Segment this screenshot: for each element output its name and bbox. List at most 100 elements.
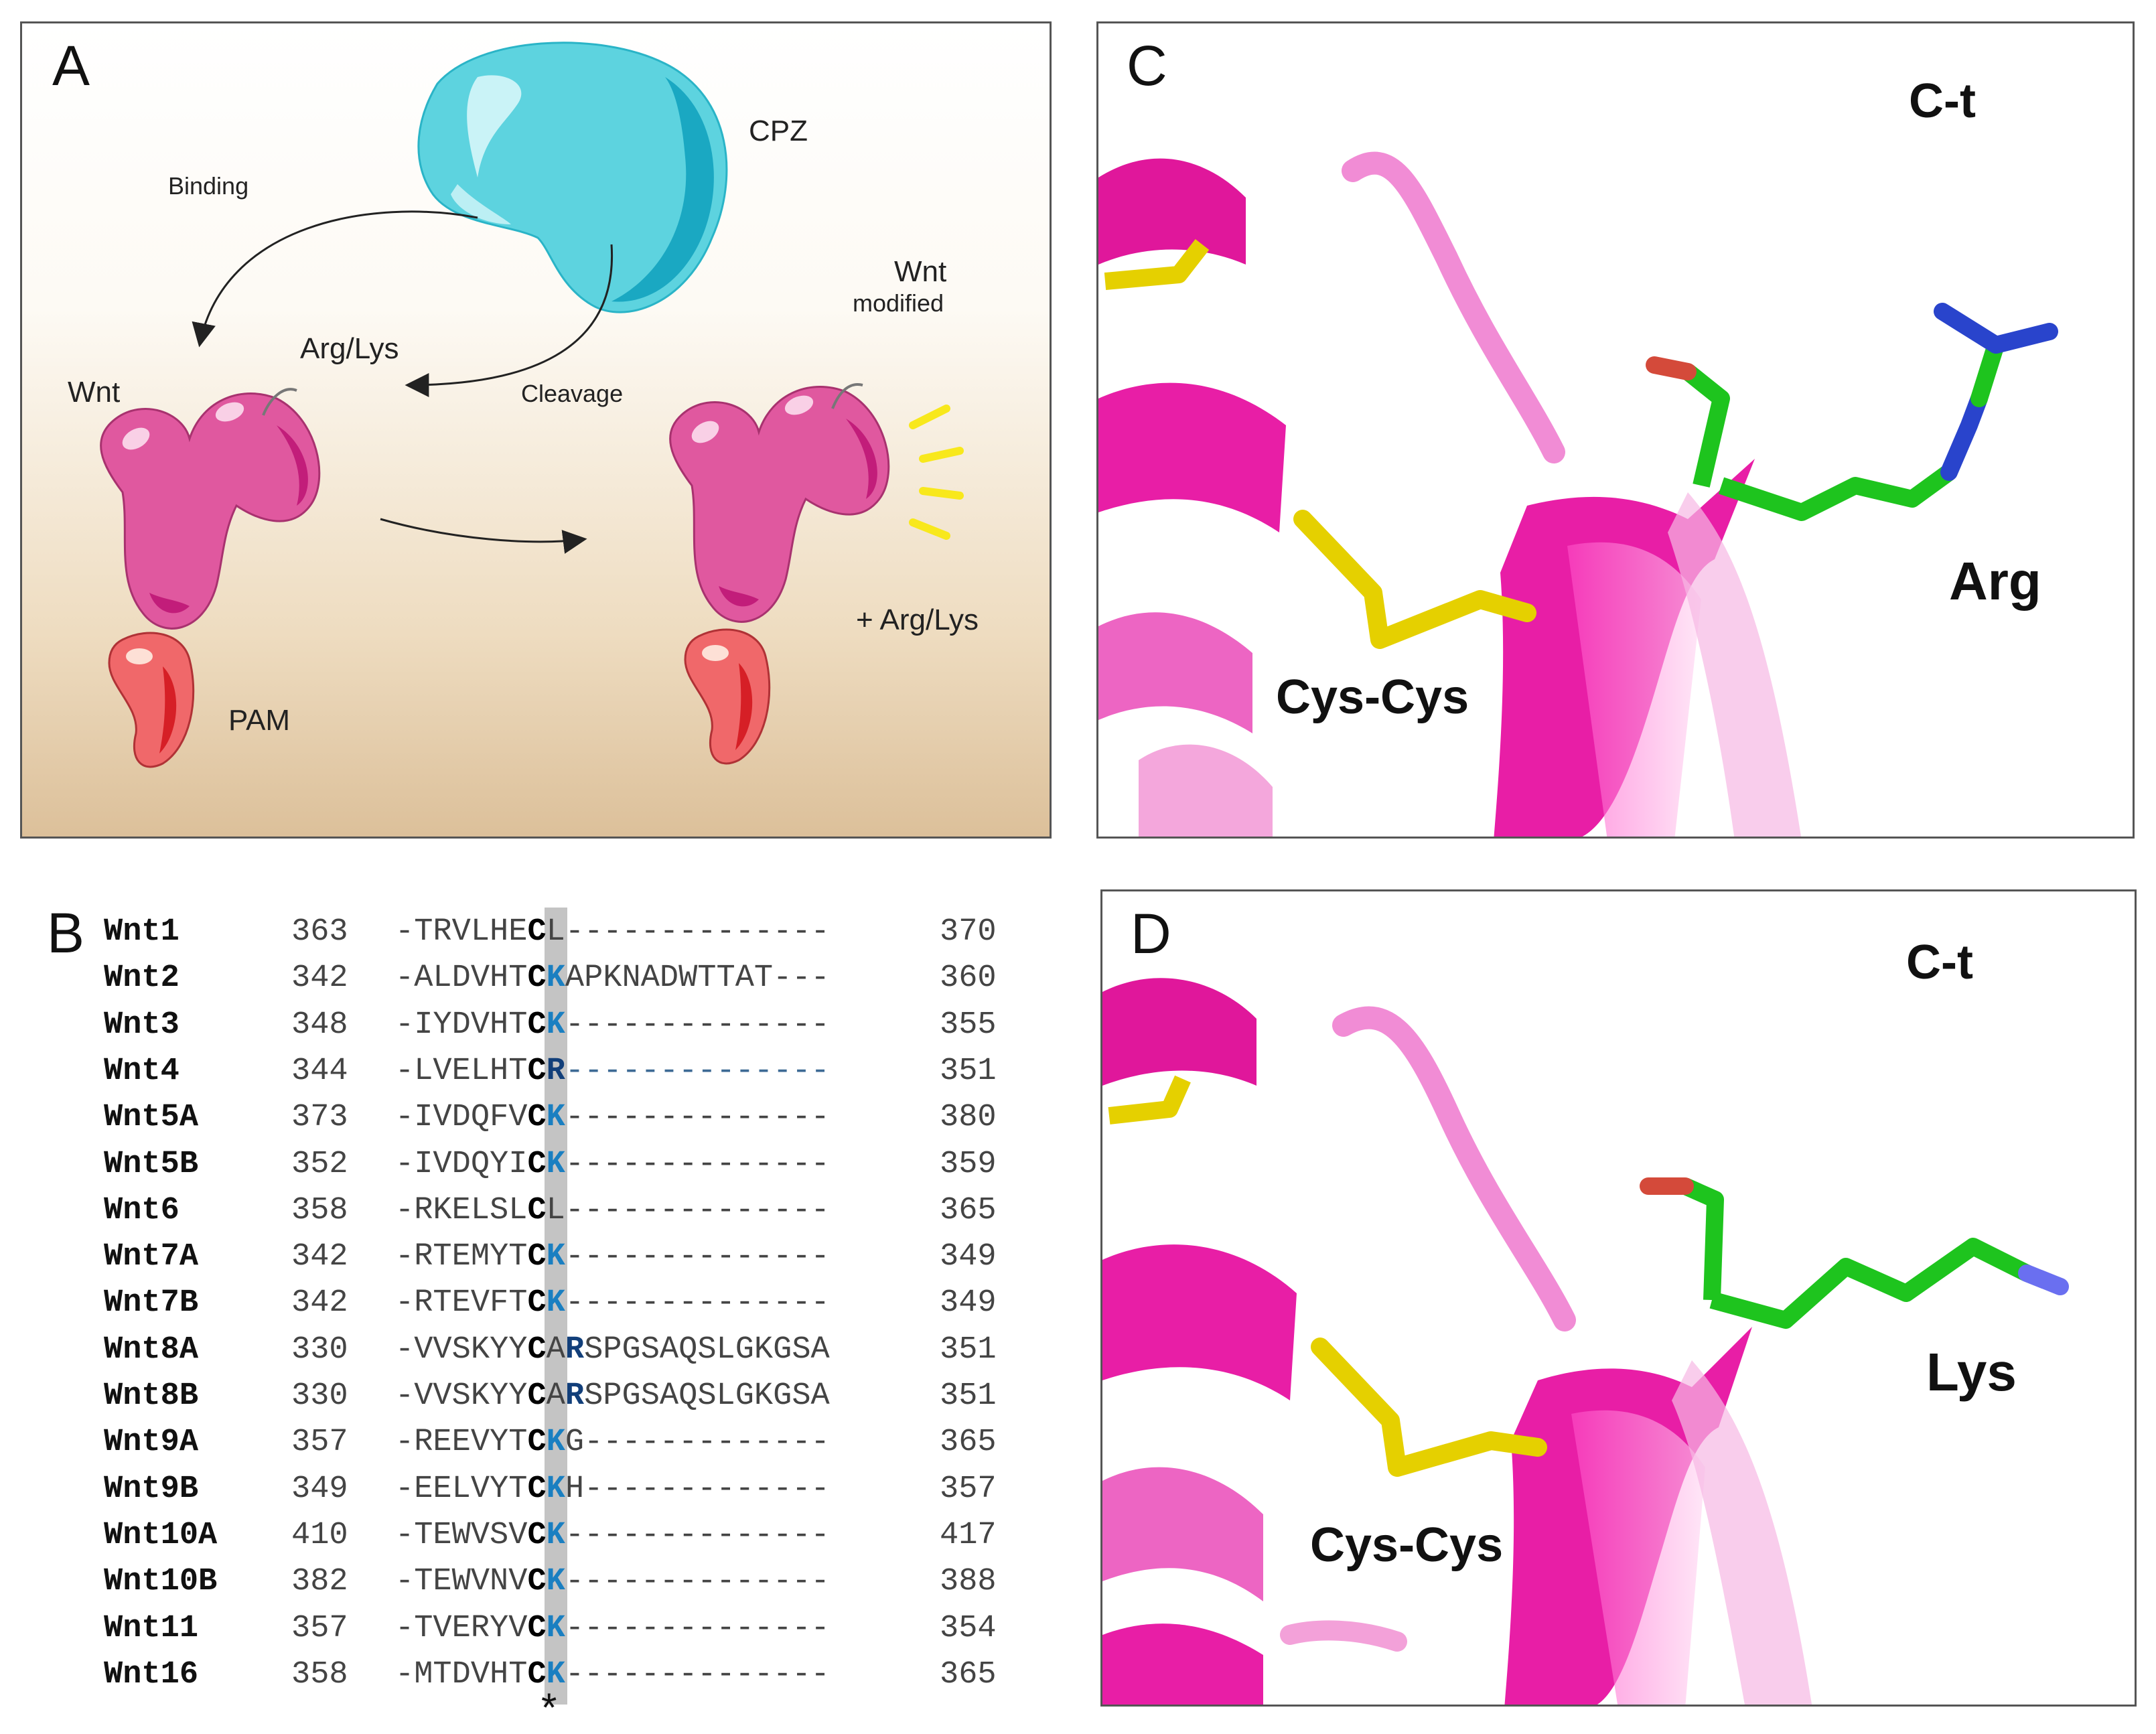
cleavage-arrow [405, 244, 614, 397]
sequence-segment: -------------- [565, 1100, 830, 1136]
panel-c-letter: C [1127, 34, 1167, 97]
oxygen-stick [1646, 356, 1697, 380]
sequence-segment: SPGSAQSLGKGSA [584, 1378, 830, 1414]
beta-strand-fade [1672, 1360, 1812, 1705]
sequence-segment: C [527, 1656, 547, 1692]
start-position: 330 [291, 1378, 348, 1414]
sequence: -VVSKYYCARSPGSAQSLGKGSA [395, 1378, 830, 1414]
helix-ribbon [1102, 1467, 1263, 1601]
protein-name: Wnt9A [104, 1425, 199, 1461]
sequence-segment: APKNADWTTAT--- [565, 960, 830, 997]
helix-ribbon [1102, 978, 1256, 1086]
sequence: -TEWVNVCK-------------- [395, 1564, 830, 1599]
arg-backbone-stick [1682, 364, 1730, 488]
start-position: 363 [291, 914, 348, 950]
wnt-modified-label-1: Wnt [894, 255, 946, 288]
protein-name: Wnt3 [104, 1007, 179, 1043]
amine-stick [2018, 1265, 2069, 1295]
sequence-segment: K [546, 1517, 565, 1553]
sequence-segment: -------------- [565, 1610, 830, 1646]
sequence-segment: -RTEMYT [395, 1239, 528, 1275]
sequence: -EELVYTCKH------------- [395, 1471, 830, 1507]
start-position: 342 [291, 960, 348, 997]
sequence-segment: SPGSAQSLGKGSA [584, 1331, 830, 1368]
conserved-cysteine-highlight [545, 908, 567, 1705]
sequence: -IVDQYICK-------------- [395, 1147, 830, 1182]
helix-ribbon [1098, 158, 1246, 265]
helix-ribbon [1102, 1623, 1263, 1705]
start-position: 382 [291, 1564, 348, 1600]
sequence-segment: -IVDQFV [395, 1100, 528, 1136]
start-position: 330 [291, 1331, 348, 1368]
sequence-segment: C [527, 960, 547, 997]
sequence-segment: C [527, 1192, 547, 1228]
protein-name: Wnt8A [104, 1331, 199, 1368]
start-position: 358 [291, 1192, 348, 1228]
residue-label: Lys [1926, 1342, 2017, 1402]
helix-ribbon [1139, 744, 1273, 837]
sequence-segment: C [527, 914, 547, 950]
end-position: 351 [940, 1053, 997, 1089]
sequence-segment: C [527, 1100, 547, 1136]
end-position: 351 [940, 1331, 997, 1368]
beta-strand-shade [1571, 1410, 1705, 1705]
cleavage-label: Cleavage [521, 380, 623, 407]
helix-ribbon [1102, 1244, 1297, 1400]
sequence-segment: C [527, 1471, 547, 1507]
start-position: 349 [291, 1471, 348, 1507]
sequence-segment: -TEWVSV [395, 1517, 528, 1553]
nitrogen-stick [1940, 390, 1988, 481]
sequence-segment: -RKELSL [395, 1192, 528, 1228]
protein-name: Wnt16 [104, 1656, 199, 1692]
protein-name: Wnt5A [104, 1100, 199, 1136]
beta-strand-shade [1567, 542, 1701, 837]
sequence: -LVELHTCR-------------- [395, 1054, 830, 1089]
sequence-segment: L-------------- [546, 914, 830, 950]
sequence-segment: K [546, 1285, 565, 1321]
sequence-segment: C [527, 1239, 547, 1275]
end-position: 370 [940, 914, 997, 950]
sequence-segment: -RTEVFT [395, 1285, 528, 1321]
residue-label: Arg [1949, 551, 2041, 611]
lys-backbone-stick [1681, 1178, 1724, 1301]
sequence-segment: H------------- [565, 1471, 830, 1507]
nitrogen-stick [1934, 303, 2005, 354]
loop-coil [1342, 151, 1565, 463]
sequence-segment: K [546, 1146, 565, 1182]
start-position: 410 [291, 1517, 348, 1553]
sequence-segment: -IYDVHT [395, 1007, 528, 1043]
sequence-segment: R [565, 1331, 585, 1368]
sequence: -TEWVSVCK-------------- [395, 1518, 830, 1553]
sequence: -MTDVHTCK-------------- [395, 1657, 830, 1692]
panel-a-illustration: CPZ Binding Cleavage Arg/Lys Wnt PAM [68, 42, 979, 768]
conserved-asterisk: * [541, 1685, 557, 1730]
wnt-modified-label-2: modified [853, 289, 944, 317]
sequence-segment: K [546, 1610, 565, 1646]
sequence-segment: -VVSKYY [395, 1378, 528, 1414]
start-position: 342 [291, 1239, 348, 1275]
start-position: 357 [291, 1425, 348, 1461]
panel-d-letter: D [1131, 902, 1171, 965]
reaction-arrow [380, 518, 587, 554]
sequence-segment: C [527, 1564, 547, 1600]
plus-arg-lys-label: + Arg/Lys [856, 603, 979, 636]
helix-ribbon [1098, 382, 1286, 532]
sequence-segment: K [546, 1239, 565, 1275]
panel-d-structure: C-t Lys Cys-Cys [1102, 936, 2069, 1705]
start-position: 373 [291, 1100, 348, 1136]
sequence-segment: -TRVLHE [395, 914, 528, 950]
sequence-segment: -VVSKYY [395, 1331, 528, 1368]
protein-name: Wnt5B [104, 1146, 199, 1182]
cys-stick-top [1108, 1075, 1191, 1125]
sequence-segment: -TEWVNV [395, 1564, 528, 1600]
sequence-segment: K [546, 1656, 565, 1692]
sequence-segment: K [546, 1100, 565, 1136]
protein-name: Wnt10A [104, 1517, 218, 1553]
start-position: 357 [291, 1610, 348, 1646]
end-position: 380 [940, 1100, 997, 1136]
sequence: -VVSKYYCARSPGSAQSLGKGSA [395, 1332, 830, 1368]
sequence-segment: K [546, 1471, 565, 1507]
wnt-modified-protein-shape [669, 383, 890, 623]
sequence: -TRVLHECL-------------- [395, 914, 830, 950]
loop-coil [1280, 1620, 1407, 1652]
